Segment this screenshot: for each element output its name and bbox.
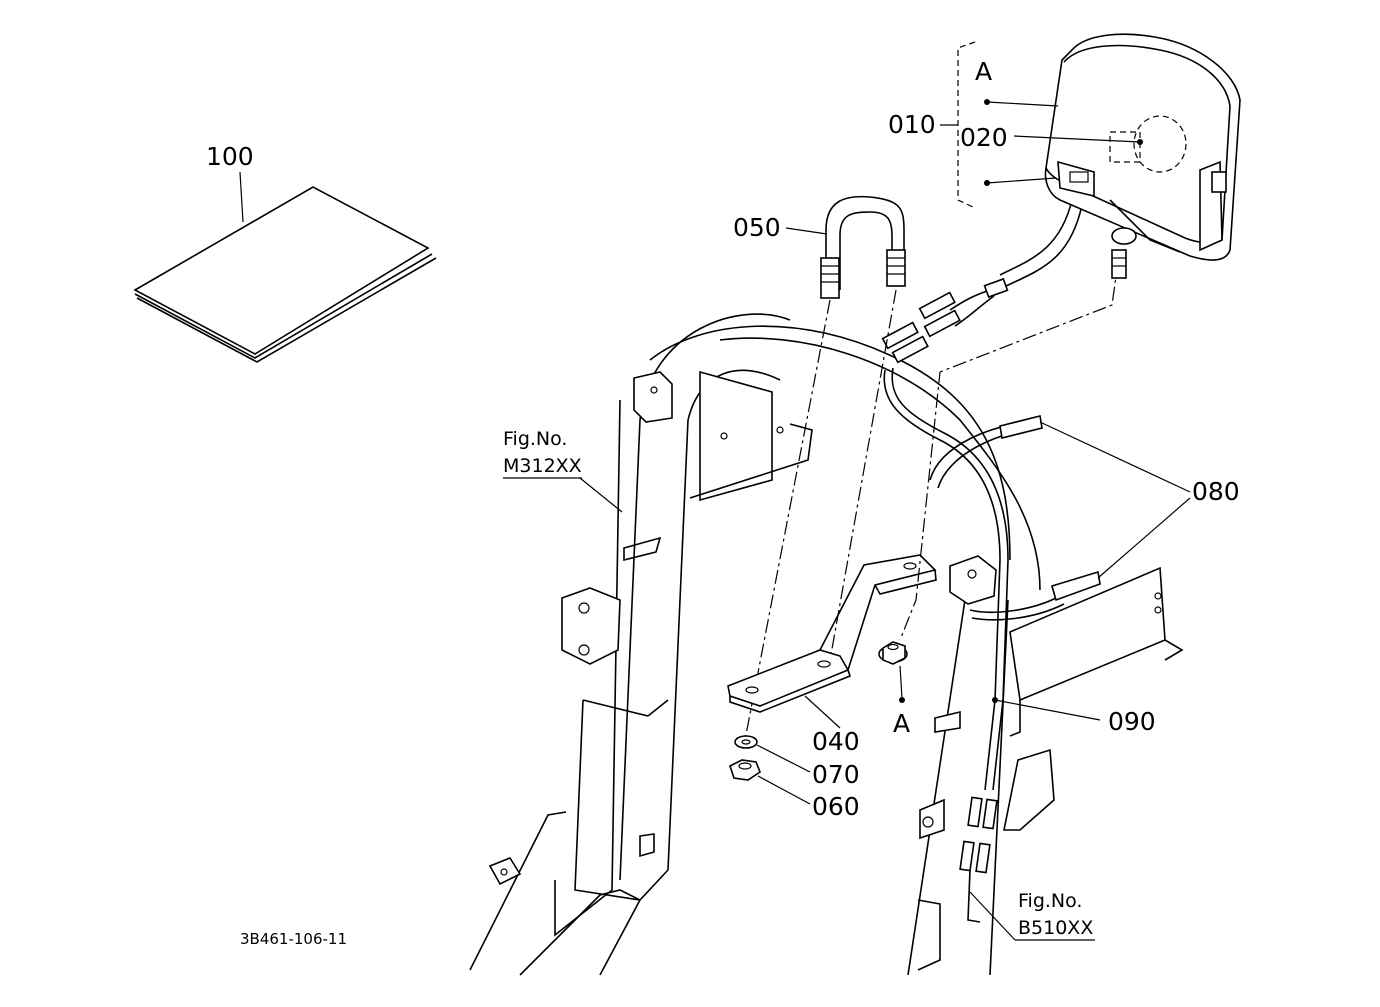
flange-nut-a[interactable] [878, 641, 908, 665]
lock-washer[interactable] [734, 735, 758, 749]
label-050[interactable]: 050 [733, 213, 781, 242]
drawing-code: 3B461-106-11 [240, 930, 347, 948]
label-100[interactable]: 100 [206, 142, 254, 171]
label-040[interactable]: 040 [812, 727, 860, 756]
lamp-bracket[interactable] [727, 554, 937, 713]
label-020[interactable]: 020 [960, 123, 1008, 152]
detail-marker-bottom: A [893, 709, 910, 738]
left-frame-post [469, 313, 1041, 976]
label-090[interactable]: 090 [1108, 707, 1156, 736]
wire-harness[interactable] [881, 199, 1083, 923]
fig-ref-left-title: Fig.No. [503, 428, 567, 450]
u-bolt[interactable] [820, 195, 906, 299]
label-070[interactable]: 070 [812, 760, 860, 789]
work-lamp[interactable] [1044, 33, 1241, 279]
label-010[interactable]: 010 [888, 110, 936, 139]
fig-ref-right-code[interactable]: B510XX [1018, 917, 1093, 939]
manual-booklet[interactable] [133, 171, 437, 363]
hex-nut[interactable] [729, 759, 761, 781]
right-frame-post [907, 555, 1184, 976]
detail-bracket [957, 41, 976, 209]
label-060[interactable]: 060 [812, 792, 860, 821]
fig-ref-right-title: Fig.No. [1018, 890, 1082, 912]
label-080[interactable]: 080 [1192, 477, 1240, 506]
cable-clamp-lower[interactable] [969, 570, 1101, 621]
detail-marker-top: A [975, 57, 992, 86]
fig-ref-left-code[interactable]: M312XX [503, 455, 582, 477]
cable-clamp-upper[interactable] [929, 415, 1043, 489]
